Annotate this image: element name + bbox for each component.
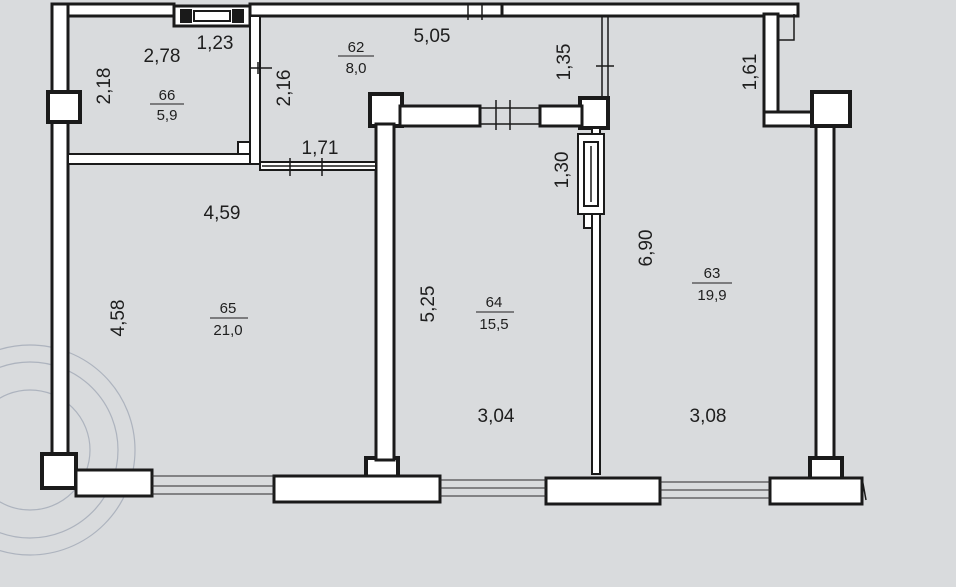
wall-left xyxy=(50,2,70,462)
wall-top-middle xyxy=(248,2,504,18)
stamp-seal xyxy=(0,344,136,556)
dim-1-61: 1,61 xyxy=(740,54,761,91)
room-62: 62 8,0 xyxy=(338,39,374,77)
wall-top-64-right xyxy=(538,104,584,128)
wall-top-left xyxy=(50,2,176,18)
dim-1-35: 1,35 xyxy=(554,44,575,81)
room-64: 64 15,5 xyxy=(476,294,514,333)
dim-4-59: 4,59 xyxy=(204,203,241,224)
wall-right xyxy=(814,94,836,478)
room-64-id: 64 xyxy=(486,294,503,311)
dim-5-05: 5,05 xyxy=(414,26,451,47)
bathroom-shaft xyxy=(237,141,251,155)
room-65-area: 21,0 xyxy=(213,322,242,339)
room-66-area: 5,9 xyxy=(157,107,178,124)
bottom-wall xyxy=(74,468,867,506)
dim-2-78: 2,78 xyxy=(144,46,181,67)
dim-1-23: 1,23 xyxy=(197,33,234,54)
room-66-id: 66 xyxy=(159,87,176,104)
room-66: 66 5,9 xyxy=(150,87,184,124)
column-mid-top xyxy=(368,92,404,128)
dim-5-25: 5,25 xyxy=(418,286,439,323)
wall-top-right xyxy=(500,2,800,18)
room-64-area: 15,5 xyxy=(479,316,508,333)
dim-1-30: 1,30 xyxy=(552,152,573,189)
dimension-ticks xyxy=(250,4,614,176)
column-left-top xyxy=(46,90,82,124)
radiator xyxy=(577,133,605,229)
dim-3-04: 3,04 xyxy=(478,406,515,427)
dim-3-08: 3,08 xyxy=(690,406,727,427)
door-64 xyxy=(480,100,540,130)
dim-6-90: 6,90 xyxy=(636,230,657,267)
column-center-top xyxy=(578,96,610,130)
room-63: 63 19,9 xyxy=(692,265,732,304)
room-62-area: 8,0 xyxy=(346,60,367,77)
room-65: 65 21,0 xyxy=(210,300,248,339)
room-62-id: 62 xyxy=(348,39,365,56)
dim-2-16: 2,16 xyxy=(274,70,295,107)
wall-top-64 xyxy=(398,104,482,128)
wall-partition-64-63 xyxy=(591,127,601,475)
wall-partition-65-64 xyxy=(374,122,396,462)
room-63-id: 63 xyxy=(704,265,721,282)
dim-4-58: 4,58 xyxy=(108,300,129,337)
top-window xyxy=(172,4,252,28)
wall-bathroom-bottom xyxy=(67,153,259,165)
dim-2-18: 2,18 xyxy=(94,68,115,105)
room-65-id: 65 xyxy=(220,300,237,317)
column-left-bottom xyxy=(40,452,78,490)
wall-bathroom-right xyxy=(249,15,261,165)
room-63-area: 19,9 xyxy=(697,287,726,304)
dim-1-71: 1,71 xyxy=(302,138,339,159)
column-right-top xyxy=(810,90,852,128)
